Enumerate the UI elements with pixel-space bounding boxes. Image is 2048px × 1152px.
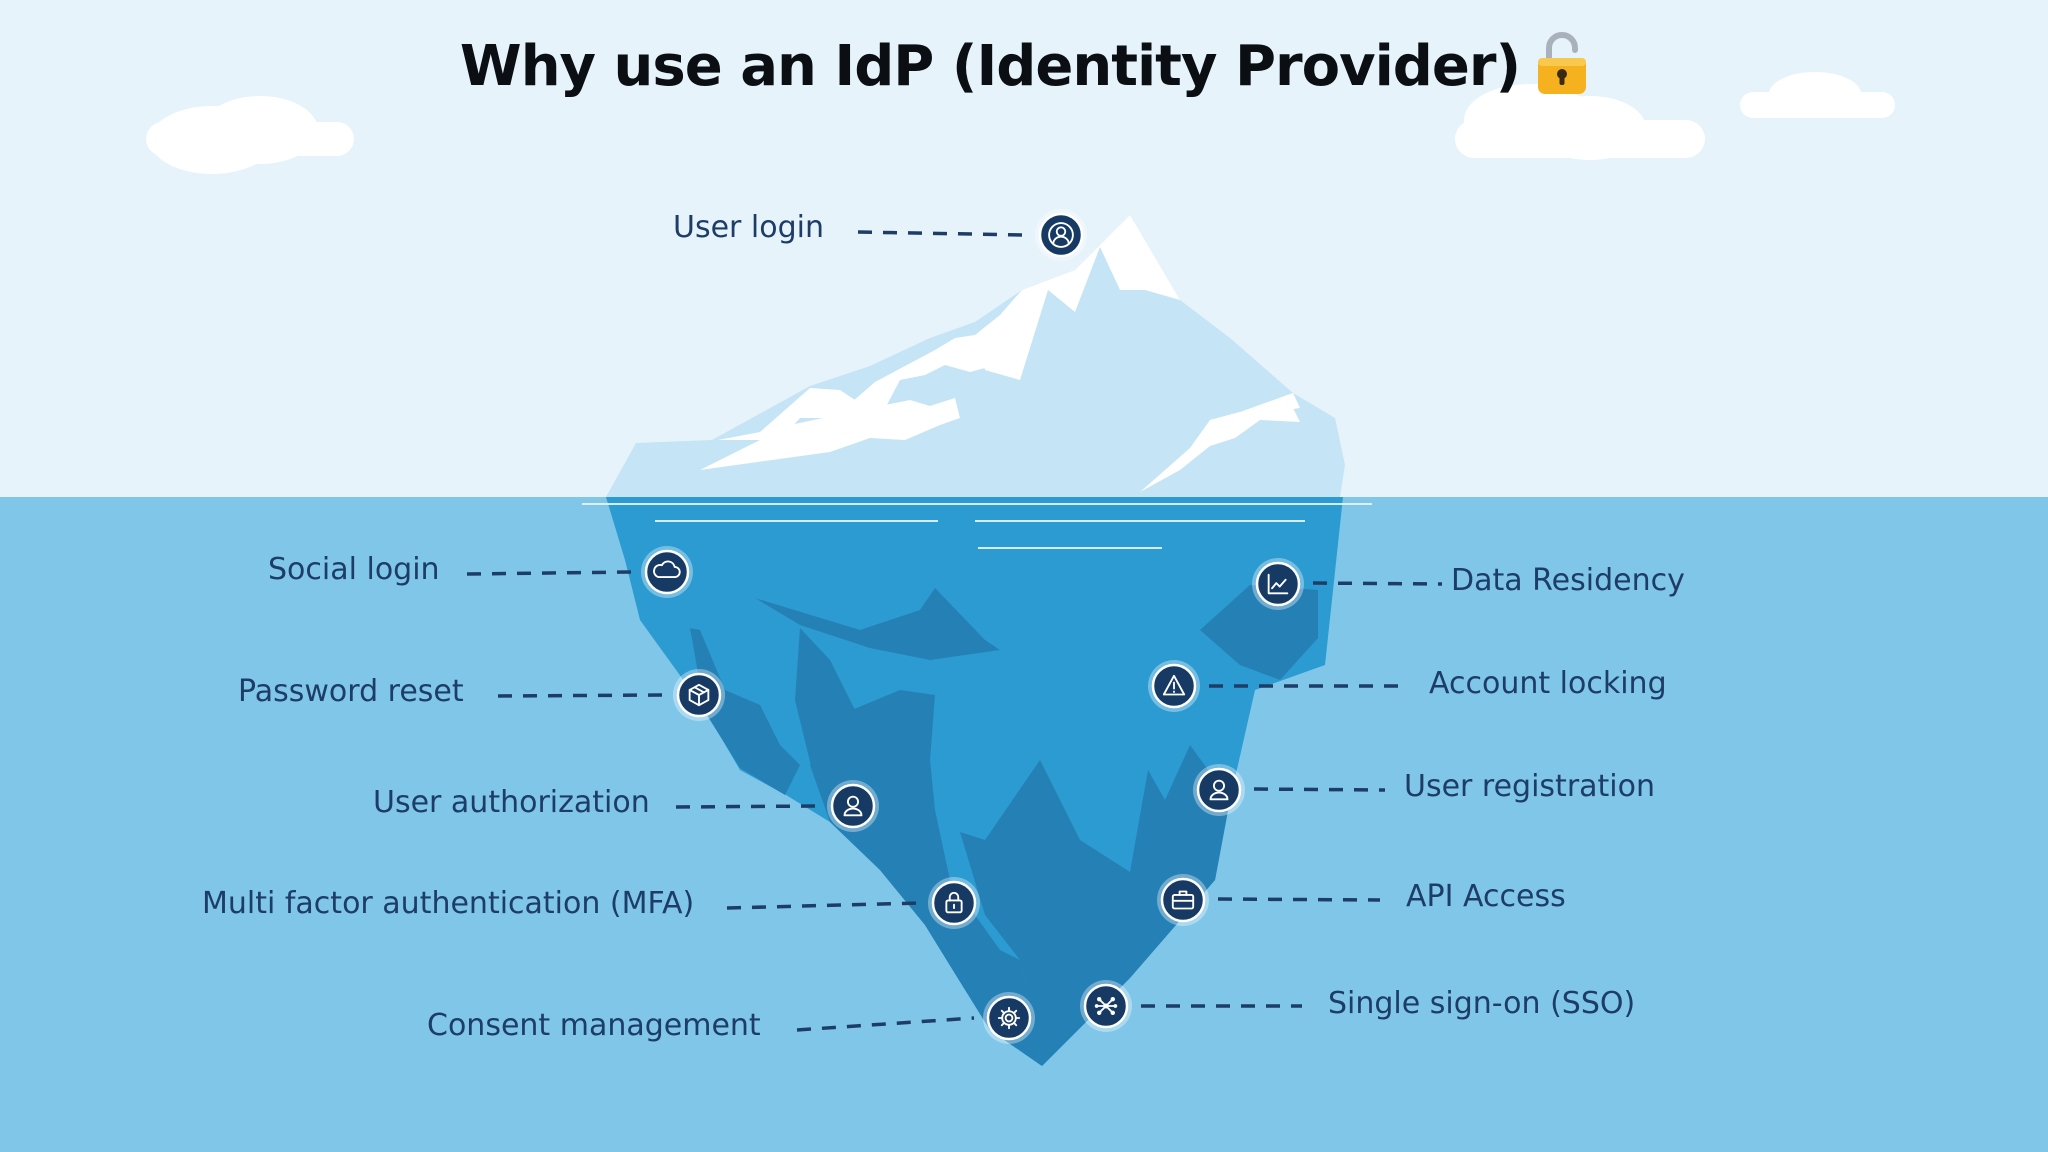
- lock-icon: [928, 877, 980, 929]
- label-password-reset: Password reset: [238, 674, 464, 709]
- cloud-left: [146, 96, 354, 174]
- leader-line-consent-management: [796, 1016, 975, 1032]
- user-circle-icon: [1035, 209, 1087, 261]
- label-user-registration: User registration: [1404, 769, 1656, 804]
- label-api-access: API Access: [1406, 879, 1566, 914]
- feature-markers: [641, 209, 1304, 1044]
- label-social-login: Social login: [268, 552, 440, 587]
- warning-icon: [1148, 660, 1200, 712]
- label-user-authorization: User authorization: [373, 785, 650, 820]
- leader-line-mfa: [726, 901, 920, 910]
- leader-line-password-reset: [497, 693, 665, 698]
- page-title-text: Why use an IdP (Identity Provider): [459, 34, 1521, 100]
- label-sso: Single sign-on (SSO): [1328, 986, 1636, 1021]
- network-icon: [1080, 980, 1132, 1032]
- leader-lines: [466, 230, 1443, 1032]
- cloud-icon: [641, 546, 693, 598]
- label-mfa: Multi factor authentication (MFA): [202, 886, 695, 921]
- user-icon: [827, 780, 879, 832]
- leader-line-api-access: [1217, 897, 1381, 902]
- leader-line-social-login: [466, 570, 633, 576]
- page-title: Why use an IdP (Identity Provider): [0, 30, 2048, 110]
- box-icon: [673, 669, 725, 721]
- leader-line-user-registration: [1253, 787, 1386, 792]
- label-consent-management: Consent management: [427, 1008, 761, 1043]
- label-account-locking: Account locking: [1429, 666, 1667, 701]
- iceberg-shadows: [690, 585, 1318, 1066]
- leader-line-data-residency: [1312, 581, 1443, 586]
- gear-icon: [983, 992, 1035, 1044]
- label-data-residency: Data Residency: [1451, 563, 1685, 598]
- user-icon: [1193, 764, 1245, 816]
- leader-line-user-login: [857, 230, 1026, 237]
- open-lock-icon: [1536, 30, 1588, 110]
- briefcase-icon: [1157, 874, 1209, 926]
- cloud-right: [1740, 72, 1895, 118]
- waterline-highlights: [582, 503, 1372, 549]
- label-user-login: User login: [673, 210, 824, 245]
- cloud-center-right: [1455, 84, 1705, 160]
- chart-icon: [1252, 558, 1304, 610]
- snow-caps: [700, 215, 1300, 492]
